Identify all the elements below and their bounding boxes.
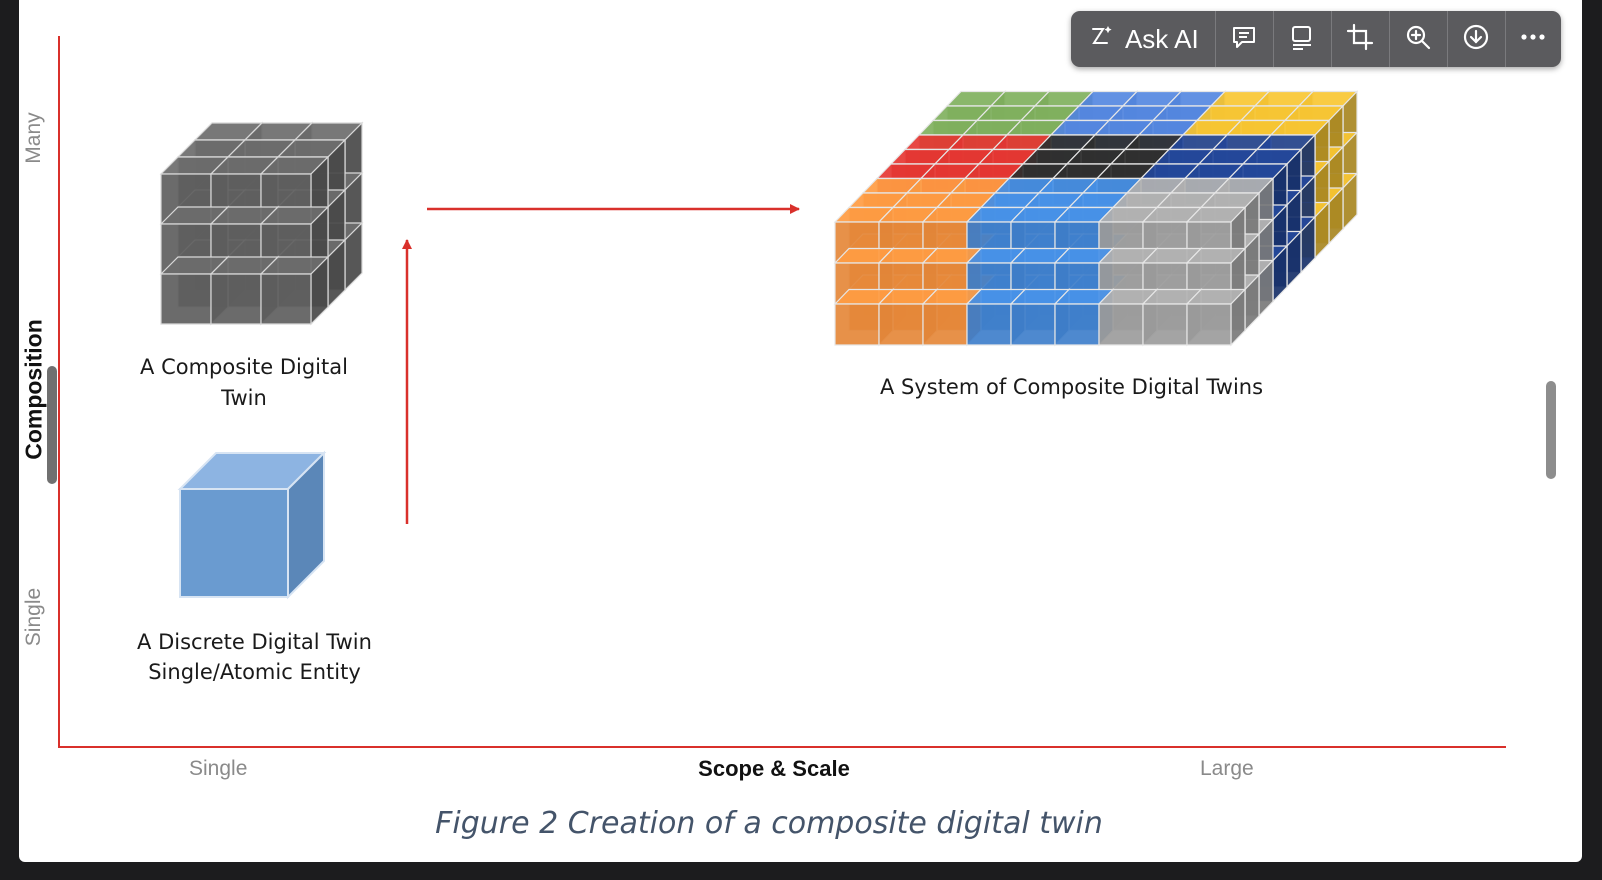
discrete-twin-cube (177, 450, 327, 600)
crop-icon (1345, 22, 1375, 57)
floating-toolbar: Ask AI (1071, 11, 1561, 67)
system-twins-label: A System of Composite Digital Twins (879, 375, 1264, 399)
ask-ai-button[interactable]: Ask AI (1071, 11, 1215, 67)
toolbar-divider (1446, 11, 1448, 67)
more-button[interactable] (1506, 11, 1561, 67)
discrete-twin-label-line1: A Discrete Digital Twin (137, 630, 372, 654)
crop-button[interactable] (1332, 11, 1389, 67)
discrete-twin-label-line2: Single/Atomic Entity (148, 660, 361, 684)
summary-button[interactable] (1274, 11, 1331, 67)
comment-button[interactable] (1216, 11, 1273, 67)
x-axis-line (58, 746, 1506, 748)
toolbar-divider (1388, 11, 1390, 67)
document-page: Many Composition Single A Composite Digi… (19, 0, 1582, 862)
toolbar-divider (1272, 11, 1274, 67)
download-button[interactable] (1448, 11, 1505, 67)
ask-ai-label: Ask AI (1124, 23, 1199, 54)
x-axis-high-label: Large (1200, 757, 1254, 780)
toolbar-divider (1504, 11, 1506, 67)
x-axis-low-label: Single (189, 757, 248, 780)
left-scroll-thumb[interactable] (47, 366, 57, 484)
summary-icon (1287, 22, 1317, 57)
toolbar-divider (1330, 11, 1332, 67)
y-axis-line (58, 36, 60, 748)
figure-caption: Figure 2 Creation of a composite digital… (435, 806, 1103, 841)
composite-twin-label: A Composite Digital Twin (140, 355, 348, 410)
x-axis-title: Scope & Scale (698, 756, 850, 781)
system-of-twins-block (833, 90, 1359, 347)
composite-twin-cube (159, 121, 364, 326)
diagram-canvas (159, 90, 1359, 600)
comment-icon (1229, 22, 1259, 57)
ask-ai-icon (1087, 22, 1115, 57)
zoom-in-icon (1403, 22, 1433, 57)
download-icon (1461, 22, 1491, 57)
toolbar-divider (1214, 11, 1216, 67)
scrollbar-thumb[interactable] (1546, 381, 1556, 479)
zoom-in-button[interactable] (1390, 11, 1447, 67)
more-icon (1518, 22, 1548, 57)
